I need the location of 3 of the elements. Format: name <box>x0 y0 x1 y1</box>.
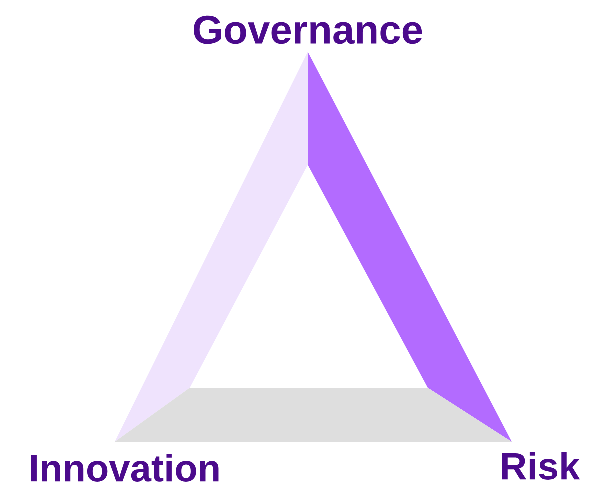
corner-label: Governance <box>194 16 422 44</box>
corner-label: Risk <box>502 452 580 480</box>
corner-label: Innovation <box>32 454 219 482</box>
